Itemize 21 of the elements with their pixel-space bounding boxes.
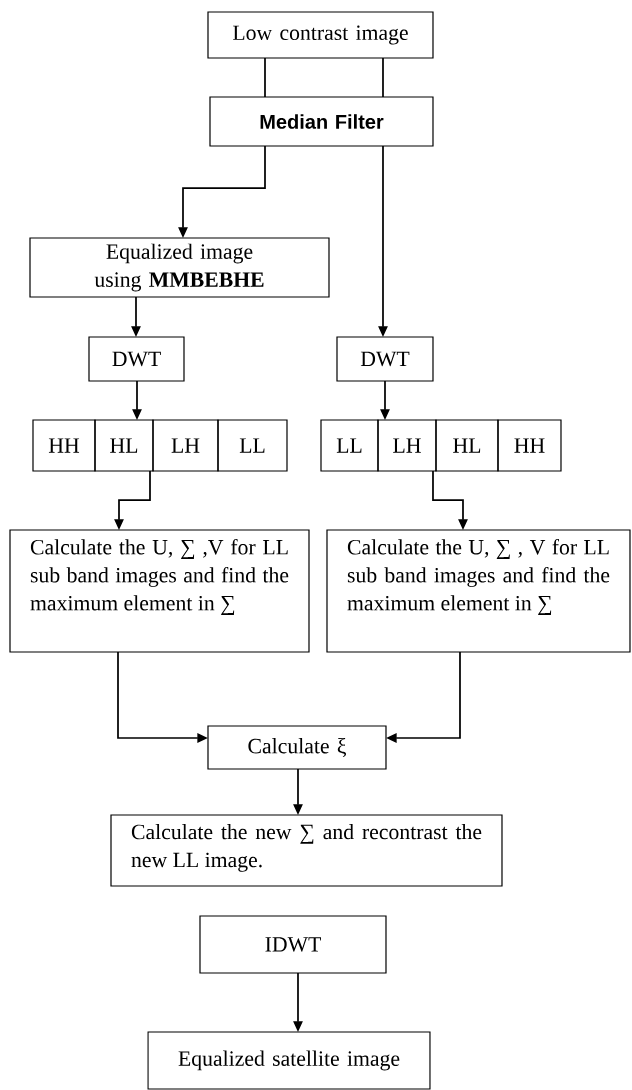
- process-box: Calculate the U, ∑ ,V for LL sub band images and find the maximum element in ∑: [9, 529, 310, 653]
- process-box: DWT: [88, 336, 185, 382]
- process-box: DWT: [336, 336, 434, 382]
- subband-cell: LL: [320, 419, 379, 472]
- process-box: IDWT: [199, 915, 387, 974]
- process-box: Low contrast image: [207, 11, 434, 59]
- subband-cell: HH: [497, 419, 562, 472]
- process-box: Calculate the U, ∑ , V for LL sub band images and find the maximum element in ∑: [326, 529, 631, 653]
- subband-cell: HL: [94, 419, 154, 472]
- process-box: Median Filter: [209, 96, 434, 147]
- subband-cell: HH: [32, 419, 96, 472]
- subband-cell: LH: [152, 419, 219, 472]
- subband-cell: LL: [217, 419, 288, 472]
- connector-line: [382, 57, 384, 98]
- process-box: Calculate ξ: [207, 725, 387, 770]
- process-box: Equalized image using MMBEBHE: [29, 237, 330, 298]
- connector-line: [264, 57, 266, 98]
- subband-cell: HL: [435, 419, 499, 472]
- process-box: Calculate the new ∑ and recontrast the new LL image.: [110, 814, 503, 887]
- process-box: Equalized satellite image: [147, 1031, 431, 1090]
- subband-cell: LH: [377, 419, 437, 472]
